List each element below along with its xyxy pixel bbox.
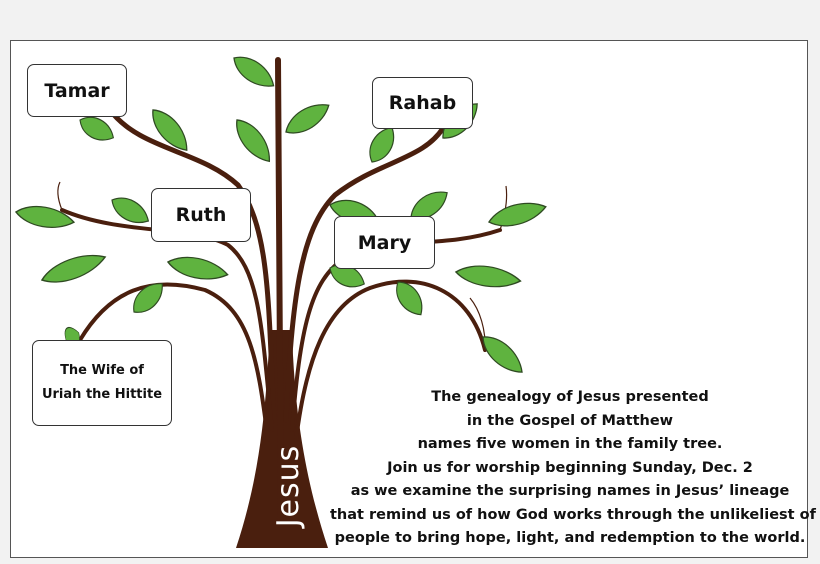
leaf (475, 329, 530, 381)
name-label-wife-line2: Uriah the Hittite (41, 387, 163, 402)
leaf (228, 113, 278, 169)
trunk-label-jesus: Jesus (271, 444, 306, 528)
name-box-ruth: Ruth (151, 188, 251, 242)
leaf (453, 261, 523, 292)
name-box-rahab: Rahab (372, 77, 473, 129)
caption-line: people to bring hope, light, and redempt… (334, 530, 806, 546)
tree-branches (60, 57, 502, 523)
name-label-rahab: Rahab (388, 92, 457, 114)
caption-line: as we examine the surprising names in Je… (350, 483, 790, 499)
leaf (13, 201, 77, 233)
caption-line: The genealogy of Jesus presented (431, 389, 709, 405)
name-box-mary: Mary (334, 216, 435, 269)
caption-text: The genealogy of Jesus presented in the … (330, 386, 816, 551)
leaf (227, 49, 280, 95)
caption-line: Join us for worship beginning Sunday, De… (387, 459, 753, 476)
caption-line: that remind us of how God works through … (330, 506, 816, 523)
name-box-wife-of-uriah: The Wife of Uriah the Hittite (32, 340, 172, 426)
name-label-tamar: Tamar (44, 79, 110, 102)
name-label-mary: Mary (357, 231, 412, 254)
leaf (485, 196, 550, 233)
name-box-tamar: Tamar (27, 64, 127, 117)
leaf (37, 246, 110, 291)
caption-line: in the Gospel of Matthew (466, 412, 674, 429)
name-label-wife-line1: The Wife of (60, 363, 144, 378)
caption-line: names five women in the family tree. (417, 436, 723, 452)
leaf (280, 96, 335, 141)
name-label-ruth: Ruth (175, 204, 227, 226)
leaf (165, 251, 231, 286)
